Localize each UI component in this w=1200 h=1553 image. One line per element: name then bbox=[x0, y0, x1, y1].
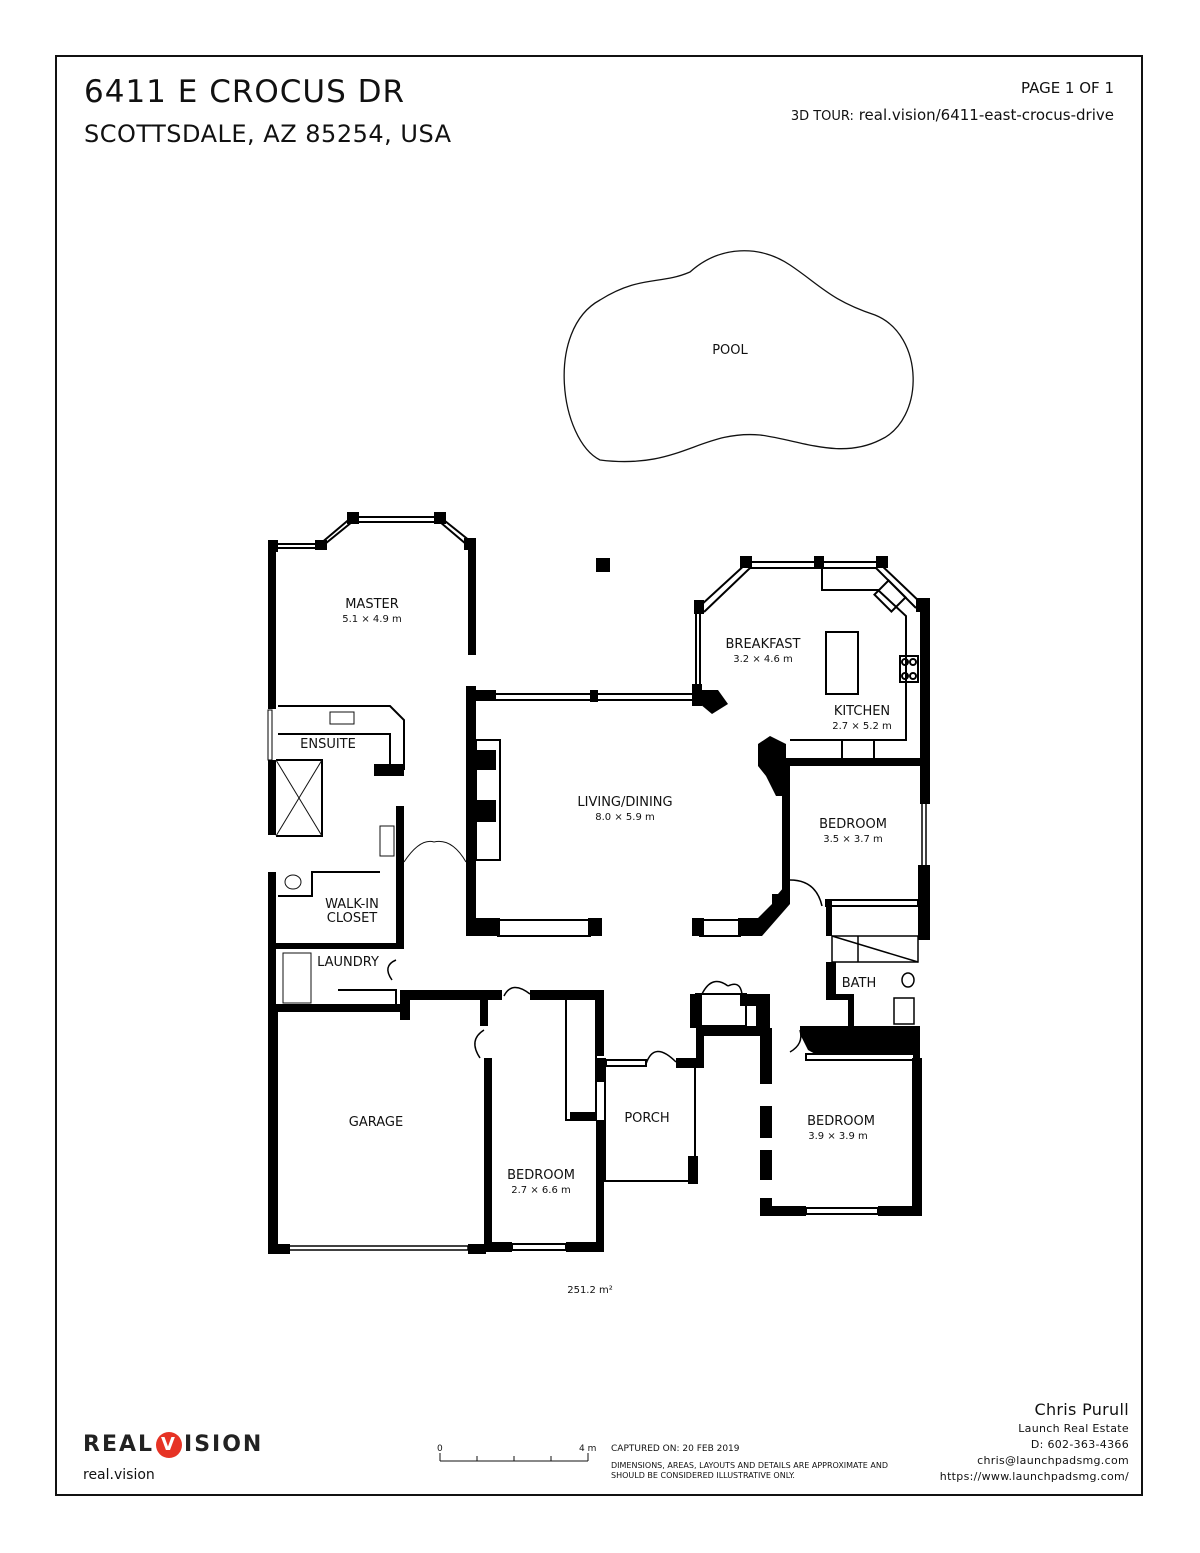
living-walls bbox=[470, 684, 790, 937]
dim-master: 5.1 × 4.9 m bbox=[342, 614, 401, 625]
bedroom-ne-walls bbox=[782, 758, 930, 1034]
page-frame bbox=[55, 55, 1143, 1496]
label-ensuite: ENSUITE bbox=[300, 737, 356, 752]
dim-bedroom-se: 3.9 × 3.9 m bbox=[808, 1131, 867, 1142]
dim-bedroom-ne: 3.5 × 3.7 m bbox=[823, 834, 882, 845]
dim-living: 8.0 × 5.9 m bbox=[595, 812, 654, 823]
entry-door bbox=[701, 980, 743, 995]
dim-bedroom-s: 2.7 × 6.6 m bbox=[511, 1185, 570, 1196]
label-bedroom-se: BEDROOM bbox=[807, 1114, 875, 1129]
label-living: LIVING/DINING bbox=[577, 795, 672, 810]
bedroom-s-doors bbox=[387, 959, 531, 1059]
brand-site-link[interactable]: real.vision bbox=[83, 1467, 155, 1483]
tour-url[interactable]: real.vision/6411-east-crocus-drive bbox=[858, 106, 1114, 124]
agent-contact: Chris Purull Launch Real Estate D: 602-3… bbox=[940, 1399, 1129, 1485]
label-pool: POOL bbox=[712, 343, 748, 358]
scale-bar bbox=[439, 1453, 589, 1462]
label-breakfast: BREAKFAST bbox=[726, 637, 801, 652]
captured-date: CAPTURED ON: 20 FEB 2019 bbox=[611, 1444, 740, 1454]
label-bedroom-ne: BEDROOM bbox=[819, 817, 887, 832]
address-line-2: SCOTTSDALE, AZ 85254, USA bbox=[84, 120, 452, 148]
agent-phone[interactable]: D: 602-363-4366 bbox=[1030, 1438, 1129, 1451]
label-garage: GARAGE bbox=[349, 1115, 403, 1130]
total-area: 251.2 m² bbox=[567, 1285, 613, 1296]
label-master: MASTER bbox=[345, 597, 399, 612]
master-fixtures bbox=[275, 711, 467, 1004]
label-kitchen: KITCHEN bbox=[834, 704, 890, 719]
tour-label: 3D TOUR: bbox=[790, 109, 854, 124]
pool-outline bbox=[563, 250, 914, 463]
garage-walls bbox=[268, 990, 486, 1254]
logo-v-badge: V bbox=[156, 1432, 183, 1458]
bedroom-s-walls bbox=[400, 990, 604, 1252]
agent-email[interactable]: chris@launchpadsmg.com bbox=[977, 1454, 1129, 1467]
label-bath: BATH bbox=[842, 976, 877, 991]
scale-start-label: 0 bbox=[437, 1444, 443, 1454]
porch-walls bbox=[596, 1034, 704, 1184]
scale-end-label: 4 m bbox=[579, 1444, 597, 1454]
bath-fixtures bbox=[789, 804, 927, 1053]
dim-kitchen: 2.7 × 5.2 m bbox=[832, 721, 891, 732]
page-number: PAGE 1 OF 1 bbox=[1020, 79, 1114, 97]
master-corner-posts bbox=[268, 512, 476, 552]
label-walkin-1: WALK-IN bbox=[325, 897, 379, 912]
disclaimer: DIMENSIONS, AREAS, LAYOUTS AND DETAILS A… bbox=[611, 1461, 889, 1480]
agent-name: Chris Purull bbox=[1034, 1400, 1129, 1419]
bedroom-se-walls bbox=[690, 993, 922, 1216]
master-window-walls bbox=[276, 516, 471, 1004]
label-walkin-2: CLOSET bbox=[327, 911, 378, 926]
kitchen-solid bbox=[694, 556, 930, 804]
label-porch: PORCH bbox=[624, 1111, 669, 1126]
column-post bbox=[596, 558, 610, 572]
tour-link[interactable]: 3D TOUR: real.vision/6411-east-crocus-dr… bbox=[791, 106, 1114, 124]
porch-door bbox=[645, 1050, 677, 1065]
agency-name: Launch Real Estate bbox=[1018, 1422, 1129, 1435]
address-line-1: 6411 E CROCUS DR bbox=[84, 74, 406, 110]
label-laundry: LAUNDRY bbox=[317, 955, 379, 970]
agent-website[interactable]: https://www.launchpadsmg.com/ bbox=[939, 1470, 1129, 1483]
dim-breakfast: 3.2 × 4.6 m bbox=[733, 654, 792, 665]
label-bedroom-s: BEDROOM bbox=[507, 1168, 575, 1183]
